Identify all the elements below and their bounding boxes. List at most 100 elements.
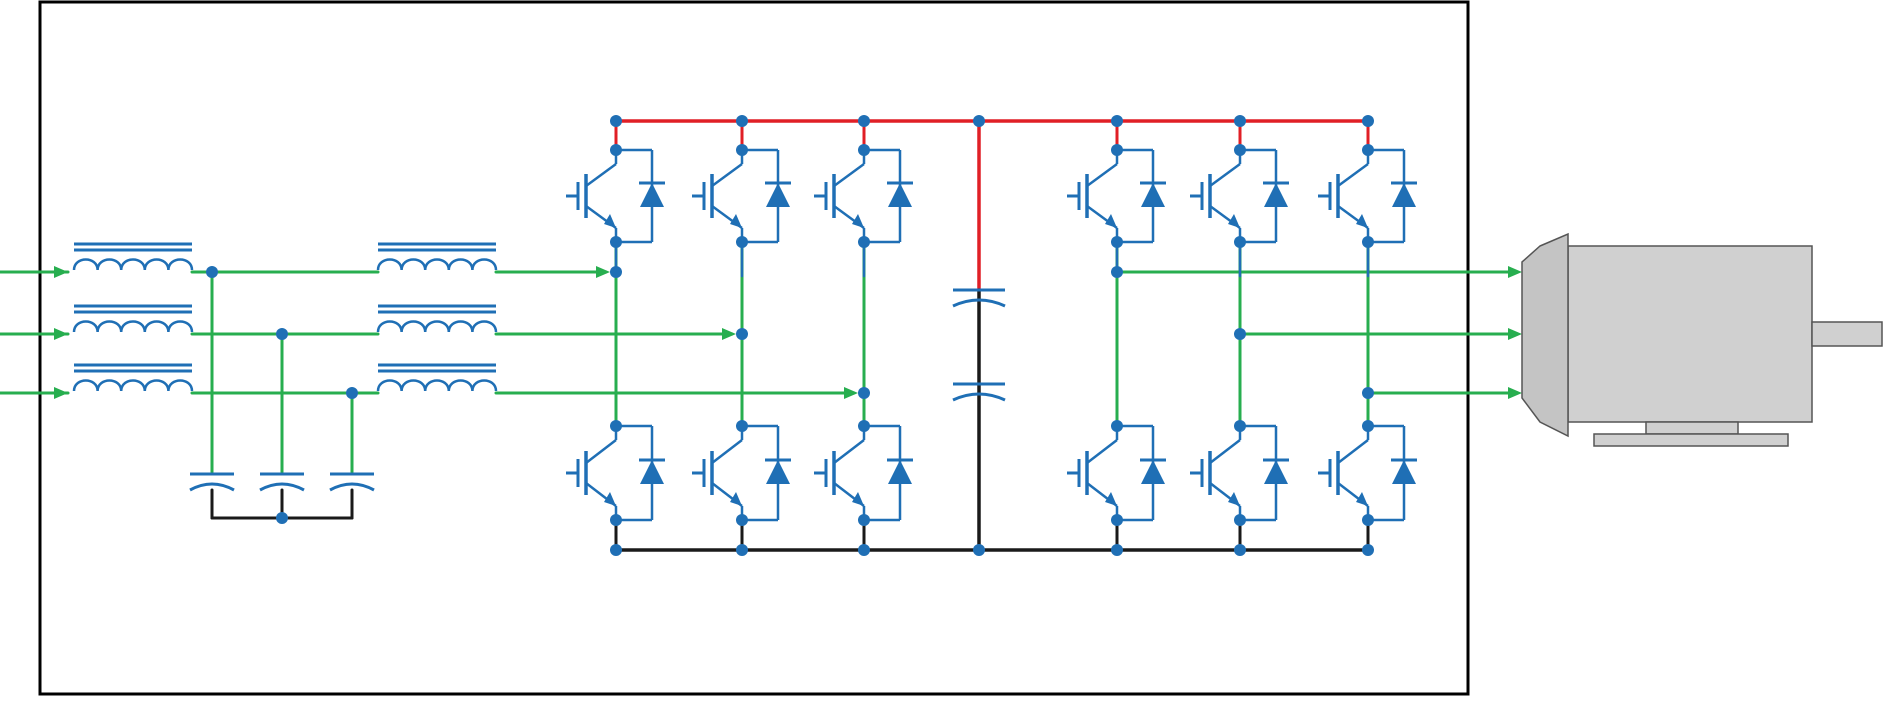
junction-dot: [610, 236, 622, 248]
junction-dot: [1111, 266, 1123, 278]
capacitor-plate-curved: [952, 298, 1006, 308]
current-arrow-icon: [54, 387, 68, 399]
current-arrow-icon: [1508, 266, 1522, 278]
junction-dot: [1362, 144, 1374, 156]
junction-dot: [1362, 544, 1374, 556]
motor-end-bell: [1521, 232, 1569, 438]
emitter-arrow: [604, 492, 616, 506]
capacitor-plate-curved: [329, 482, 375, 492]
collector-diag: [1337, 439, 1369, 464]
junction-dot: [1234, 514, 1246, 526]
junction-dot: [1362, 514, 1374, 526]
current-arrow-icon: [54, 266, 68, 278]
junction-dot: [1234, 544, 1246, 556]
junction-dot: [736, 514, 748, 526]
coil: [72, 258, 194, 271]
junction-dot: [858, 236, 870, 248]
junction-dot: [1362, 236, 1374, 248]
current-arrow-icon: [844, 387, 858, 399]
junction-dot: [736, 236, 748, 248]
junction-dot: [1234, 420, 1246, 432]
junction-dot: [1111, 514, 1123, 526]
collector-diag: [833, 162, 865, 188]
junction-dot: [973, 115, 985, 127]
junction-dot: [736, 115, 748, 127]
junction-dot: [1234, 236, 1246, 248]
junction-dot: [610, 144, 622, 156]
diode-triangle: [1392, 460, 1416, 484]
dc-link-capacitors: [952, 288, 1006, 402]
motor-shaft: [1811, 321, 1883, 347]
igbt-with-antiparallel-diode-icon: [1067, 148, 1166, 244]
junction-dot: [1111, 144, 1123, 156]
capacitor-plate-curved: [189, 482, 235, 492]
junction-dot: [1111, 420, 1123, 432]
emitter-arrow: [1356, 492, 1368, 506]
junction-dot: [736, 144, 748, 156]
igbt-with-antiparallel-diode-icon: [814, 424, 913, 522]
motor-foot: [1645, 421, 1739, 435]
junction-dot: [1234, 144, 1246, 156]
capacitor-icon: [952, 382, 1006, 402]
capacitor-icon: [952, 288, 1006, 308]
diode-triangle: [1141, 460, 1165, 484]
diode-triangle: [888, 460, 912, 484]
diode-triangle: [1264, 183, 1288, 207]
collector-diag: [585, 439, 617, 464]
junction-dot: [858, 387, 870, 399]
collector-diag: [1209, 162, 1241, 188]
coil: [376, 379, 498, 392]
junction-dot: [858, 544, 870, 556]
igbt-with-antiparallel-diode-icon: [692, 148, 791, 244]
emitter-arrow: [1105, 492, 1117, 506]
emitter-arrow: [730, 214, 742, 228]
emitter-arrow: [1356, 214, 1368, 228]
capacitor-plate-curved: [952, 392, 1006, 402]
junction-dot: [610, 514, 622, 526]
junction-dot: [276, 328, 288, 340]
current-arrow-icon: [54, 328, 68, 340]
emitter-arrow: [1228, 214, 1240, 228]
iron-core-inductor-icon: [376, 304, 498, 333]
junction-dot: [858, 144, 870, 156]
junction-dot: [1111, 236, 1123, 248]
junction-dot: [610, 115, 622, 127]
iron-core-inductor-icon: [72, 363, 194, 392]
emitter-arrow: [852, 214, 864, 228]
junction-dot: [1111, 115, 1123, 127]
emitter-arrow: [1228, 492, 1240, 506]
diode-triangle: [640, 183, 664, 207]
diode-triangle: [1392, 183, 1416, 207]
rectifier-bridge: [566, 148, 913, 522]
coil: [376, 258, 498, 271]
junction-dot: [610, 544, 622, 556]
collector-diag: [1086, 162, 1118, 188]
current-arrow-icon: [1508, 387, 1522, 399]
junction-dot: [858, 514, 870, 526]
emitter-arrow: [604, 214, 616, 228]
junction-dot: [858, 115, 870, 127]
junction-dot: [1111, 544, 1123, 556]
emitter-arrow: [1105, 214, 1117, 228]
diode-triangle: [1141, 183, 1165, 207]
current-arrows: [54, 266, 1522, 399]
filter-capacitor-bank: [189, 472, 375, 492]
igbt-with-antiparallel-diode-icon: [814, 148, 913, 244]
junction-dot: [858, 420, 870, 432]
diode-triangle: [1264, 460, 1288, 484]
capacitor-icon: [189, 472, 235, 492]
motor-base: [1593, 433, 1789, 447]
junction-dot: [973, 544, 985, 556]
junction-dot: [610, 266, 622, 278]
collector-diag: [711, 162, 743, 188]
diode-triangle: [766, 460, 790, 484]
inductor-bank: [72, 242, 498, 392]
iron-core-inductor-icon: [376, 363, 498, 392]
junction-dot: [1234, 115, 1246, 127]
collector-diag: [1209, 439, 1241, 464]
coil: [72, 320, 194, 333]
junction-dots: [206, 115, 1374, 556]
junction-dot: [206, 266, 218, 278]
igbt-with-antiparallel-diode-icon: [566, 424, 665, 522]
